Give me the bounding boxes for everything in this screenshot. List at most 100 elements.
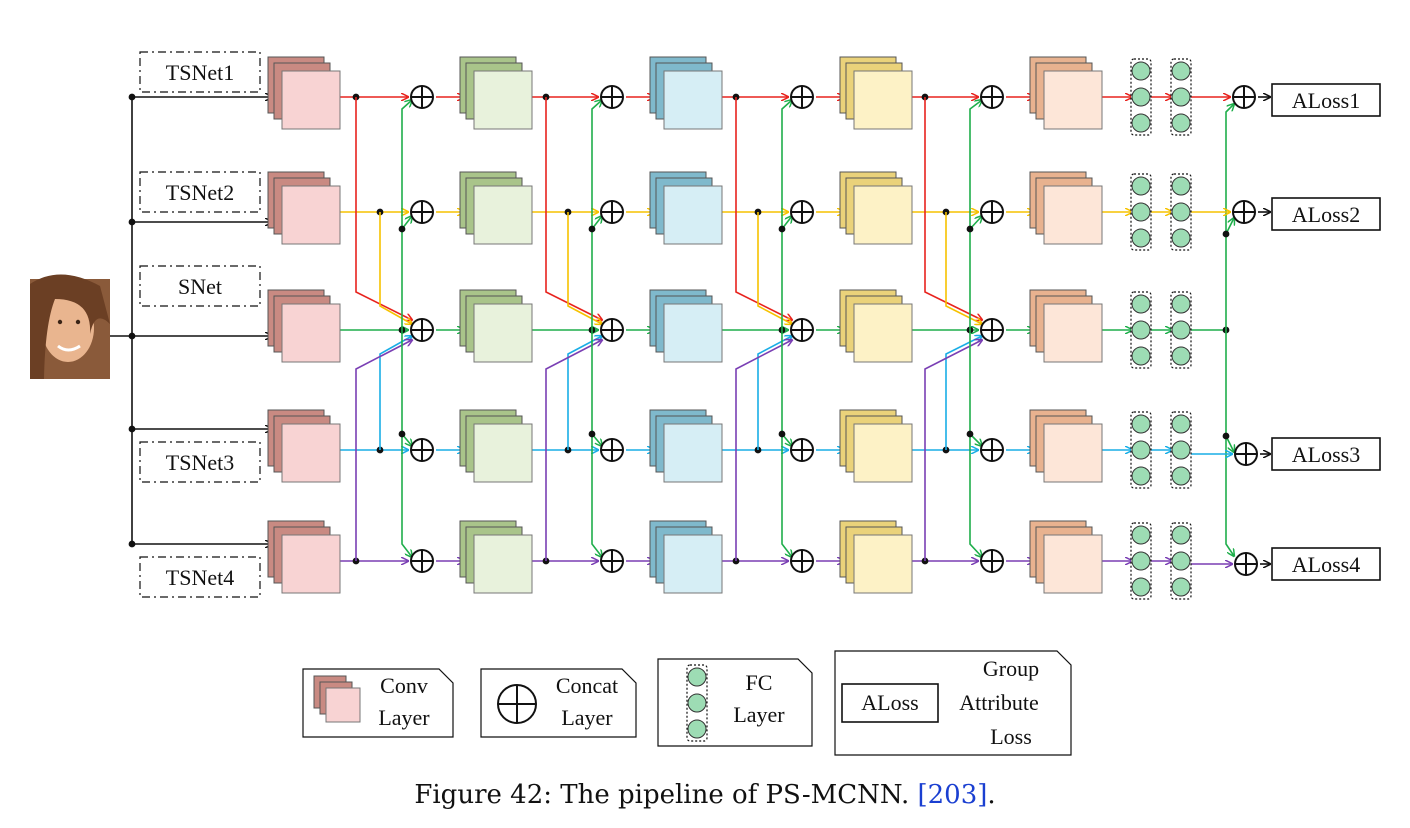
conv-front-sheet [473,534,533,594]
legend-conv-sheet [325,687,361,723]
conv-front-sheet [663,70,723,130]
snet-to-tsnet1-link [781,100,792,330]
net-label-tsnet2: TSNet2 [166,180,234,205]
tsnet4-to-snet-link [735,340,792,561]
snet-to-tsnet4-link [781,330,792,557]
input-face-image [30,274,110,379]
conv-front-sheet [1043,423,1103,483]
fc-neuron [1131,202,1151,222]
layers: TSNet1TSNet2SNetTSNet3TSNet4ALoss1ALoss2… [30,51,1381,600]
snet-to-tsnet4-link [591,330,602,557]
loss-label-aloss2: ALoss2 [1292,202,1360,227]
photo-eye [57,319,63,325]
photo-face [42,294,94,362]
conv-front-sheet [853,423,913,483]
fc-neuron [1131,466,1151,486]
tsnet4-to-snet-link [545,340,602,561]
conv-front-sheet [853,185,913,245]
input-junction [128,332,136,340]
concat-layer [980,318,1004,342]
conv-layer-block [1029,289,1103,363]
concat-layer [497,684,537,724]
concat-layer [410,438,434,462]
fc-neuron [1131,440,1151,460]
fc-neuron [687,693,707,713]
fc-layer [1170,291,1192,369]
green-junction-dot [778,430,786,438]
tsnet1-to-snet-link [545,97,602,320]
fc-layer [1170,522,1192,600]
tsnet3-to-snet-link [379,336,412,450]
legend-aloss-label: Group [983,656,1039,681]
green-junction-dot [778,225,786,233]
conv-layer-block [459,409,533,483]
net-label-snet: SNet [178,274,222,299]
final-to-aloss1 [1225,104,1234,330]
green-junction-dot [966,430,974,438]
conv-layer-block [459,171,533,245]
legend-conv-label: Conv [380,673,428,698]
caption-citation[interactable]: [203] [917,780,988,810]
conv-layer-block [267,520,341,594]
input-junction [128,93,136,101]
conv-front-sheet [281,423,341,483]
conv-layer-block [649,56,723,130]
tsnet4-to-snet-link [924,340,982,561]
fc-layer [1130,291,1152,369]
conv-layer-block [649,520,723,594]
snet-to-tsnet1-link [969,100,982,330]
tsnet2-to-snet-link [945,212,982,324]
concat-layer [790,318,814,342]
conv-front-sheet [473,303,533,363]
fc-neuron [1131,87,1151,107]
conv-front-sheet [281,70,341,130]
concat-layer [1234,442,1258,466]
loss-label-aloss3: ALoss3 [1292,442,1360,467]
tsnet2-to-snet-link [757,212,792,324]
concat-layer [600,85,624,109]
final-to-aloss4 [1225,330,1234,556]
conv-layer-block [649,171,723,245]
concat-layer [1232,200,1256,224]
fc-neuron [1131,525,1151,545]
fc-neuron [1171,176,1191,196]
fc-neuron [1171,577,1191,597]
tsnet1-to-snet-link [735,97,792,320]
fc-neuron [1131,551,1151,571]
tsnet1-to-snet-link [924,97,982,320]
concat-layer [980,438,1004,462]
snet-to-tsnet4-link [401,330,412,557]
conv-front-sheet [473,70,533,130]
conv-front-sheet [663,534,723,594]
conv-front-sheet [281,534,341,594]
legend-aloss-box [834,650,1072,756]
conv-layer-block [649,409,723,483]
photo-smile [57,344,81,352]
legend-aloss-mini-label: ALoss [861,690,918,715]
conv-front-sheet [1043,70,1103,130]
net-label-tsnet1: TSNet1 [166,60,234,85]
conv-layer-block [267,171,341,245]
concat-layer [1234,552,1258,576]
fc-neuron [1131,346,1151,366]
conv-layer-block [839,409,913,483]
conv-layer-block [1029,171,1103,245]
conv-layer-block [1029,520,1103,594]
conv-layer-block [459,56,533,130]
concat-layer [790,200,814,224]
conv-layer-block [459,520,533,594]
conv-front-sheet [1043,185,1103,245]
concat-layer [410,200,434,224]
conv-layer-block [839,289,913,363]
net-label-box [139,441,261,483]
fc-neuron [1171,228,1191,248]
concat-layer [410,549,434,573]
fc-neuron [687,667,707,687]
conv-front-sheet [853,534,913,594]
legend-aloss-label: Attribute [959,690,1038,715]
conv-front-sheet [473,185,533,245]
net-label-box [139,556,261,598]
green-junction-dot [398,430,406,438]
loss-box [1271,547,1381,581]
